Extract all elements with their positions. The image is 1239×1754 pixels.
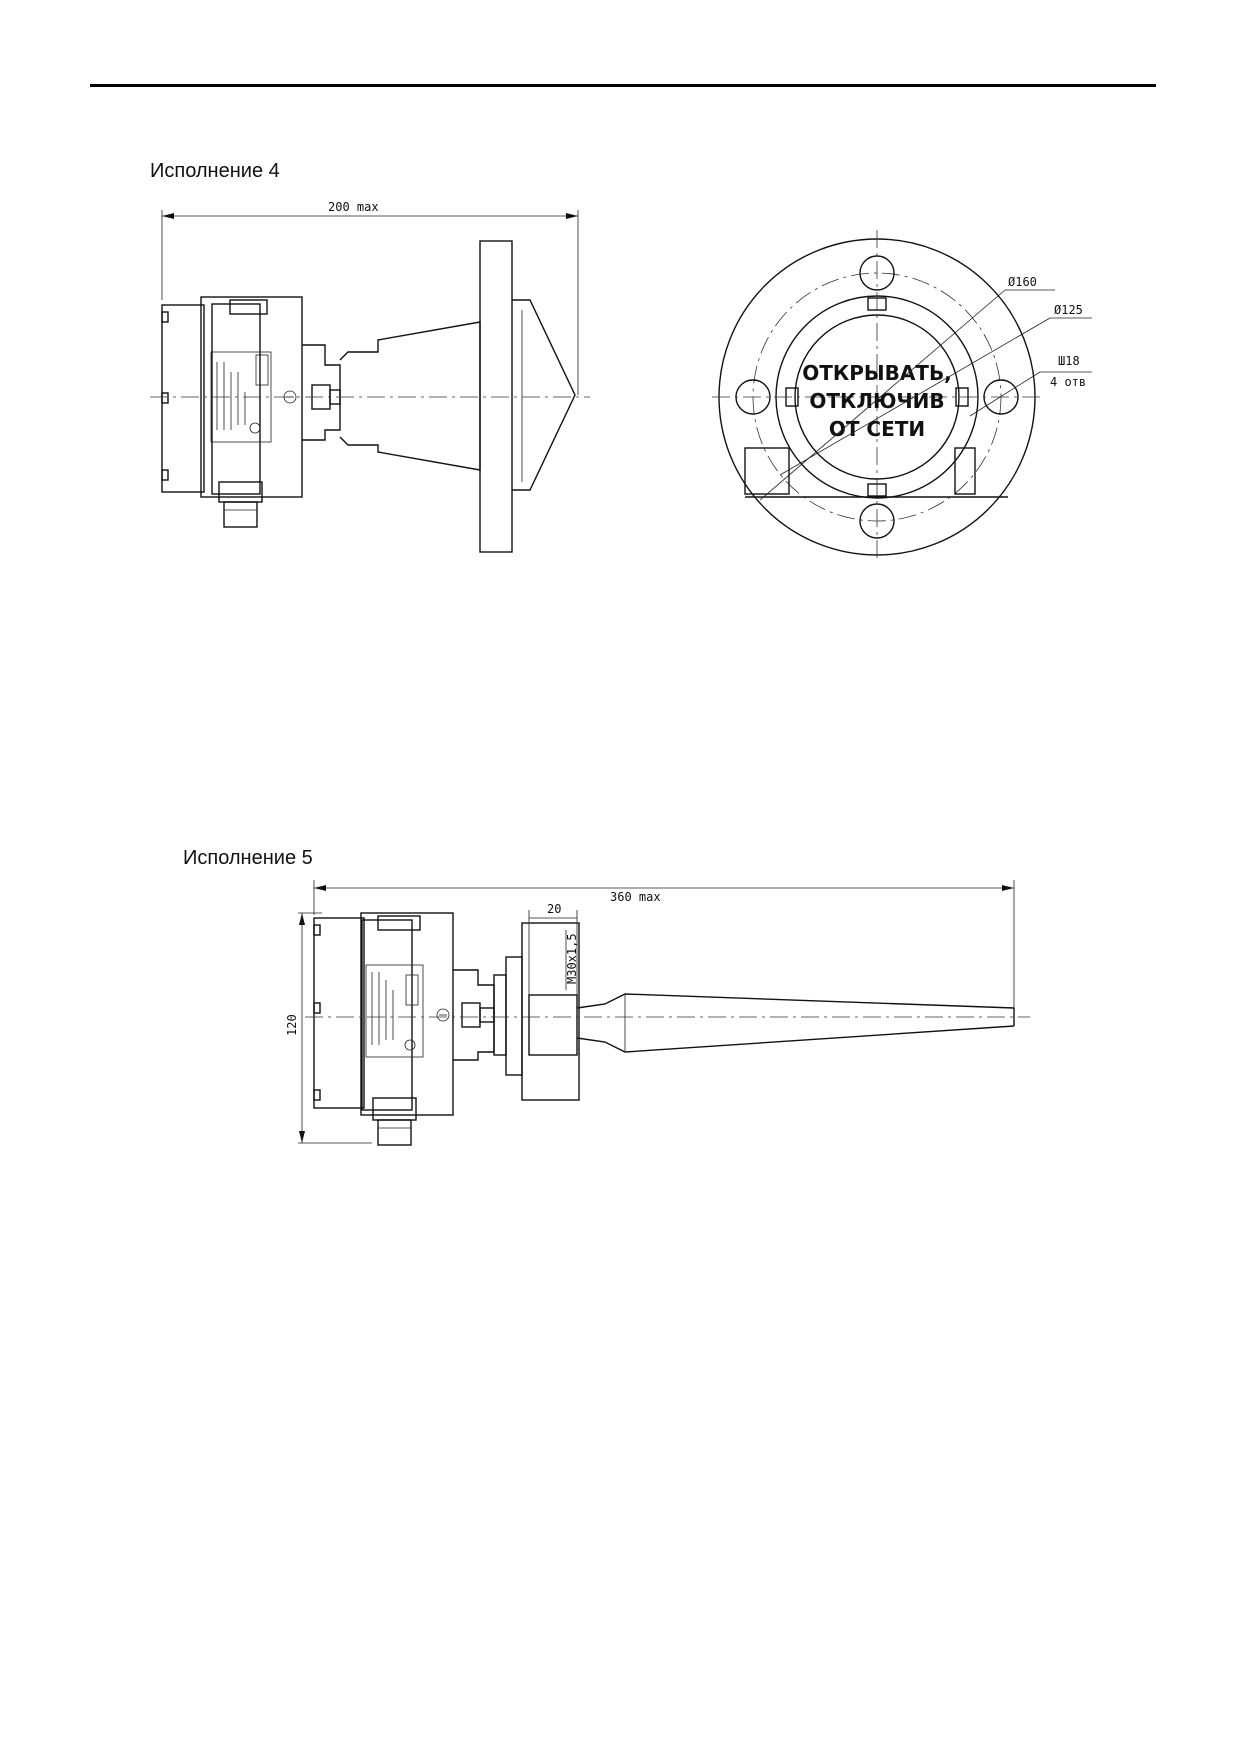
- warning-line-2: ОТКЛЮЧИВ: [809, 389, 944, 413]
- dim-200-max: 200 max: [328, 200, 379, 214]
- dim-120: 120: [285, 1014, 299, 1036]
- dim-d125: Ø125: [1054, 303, 1083, 317]
- variant-4-front-view: ОТКРЫВАТЬ, ОТКЛЮЧИВ ОТ СЕТИ Ø160 Ø125 Ш1…: [712, 230, 1092, 560]
- header-rule: [90, 84, 1156, 87]
- dim-360-max: 360 max: [610, 890, 661, 904]
- dim-thread-m30: M30x1,5: [565, 933, 579, 984]
- variant-5-side-view: 360 max 120: [285, 880, 1030, 1146]
- caption-variant-4: Исполнение 4: [150, 160, 280, 182]
- warning-line-1: ОТКРЫВАТЬ,: [802, 361, 952, 385]
- dim-20: 20: [547, 902, 561, 916]
- dim-d160: Ø160: [1008, 275, 1037, 289]
- bolt-hole-bottom: [859, 503, 895, 539]
- caption-variant-5: Исполнение 5: [183, 847, 313, 869]
- variant-4-side-view: 200 max: [150, 200, 590, 553]
- dim-hole: Ш18: [1058, 354, 1080, 368]
- dim-hole-count: 4 отв: [1050, 375, 1086, 389]
